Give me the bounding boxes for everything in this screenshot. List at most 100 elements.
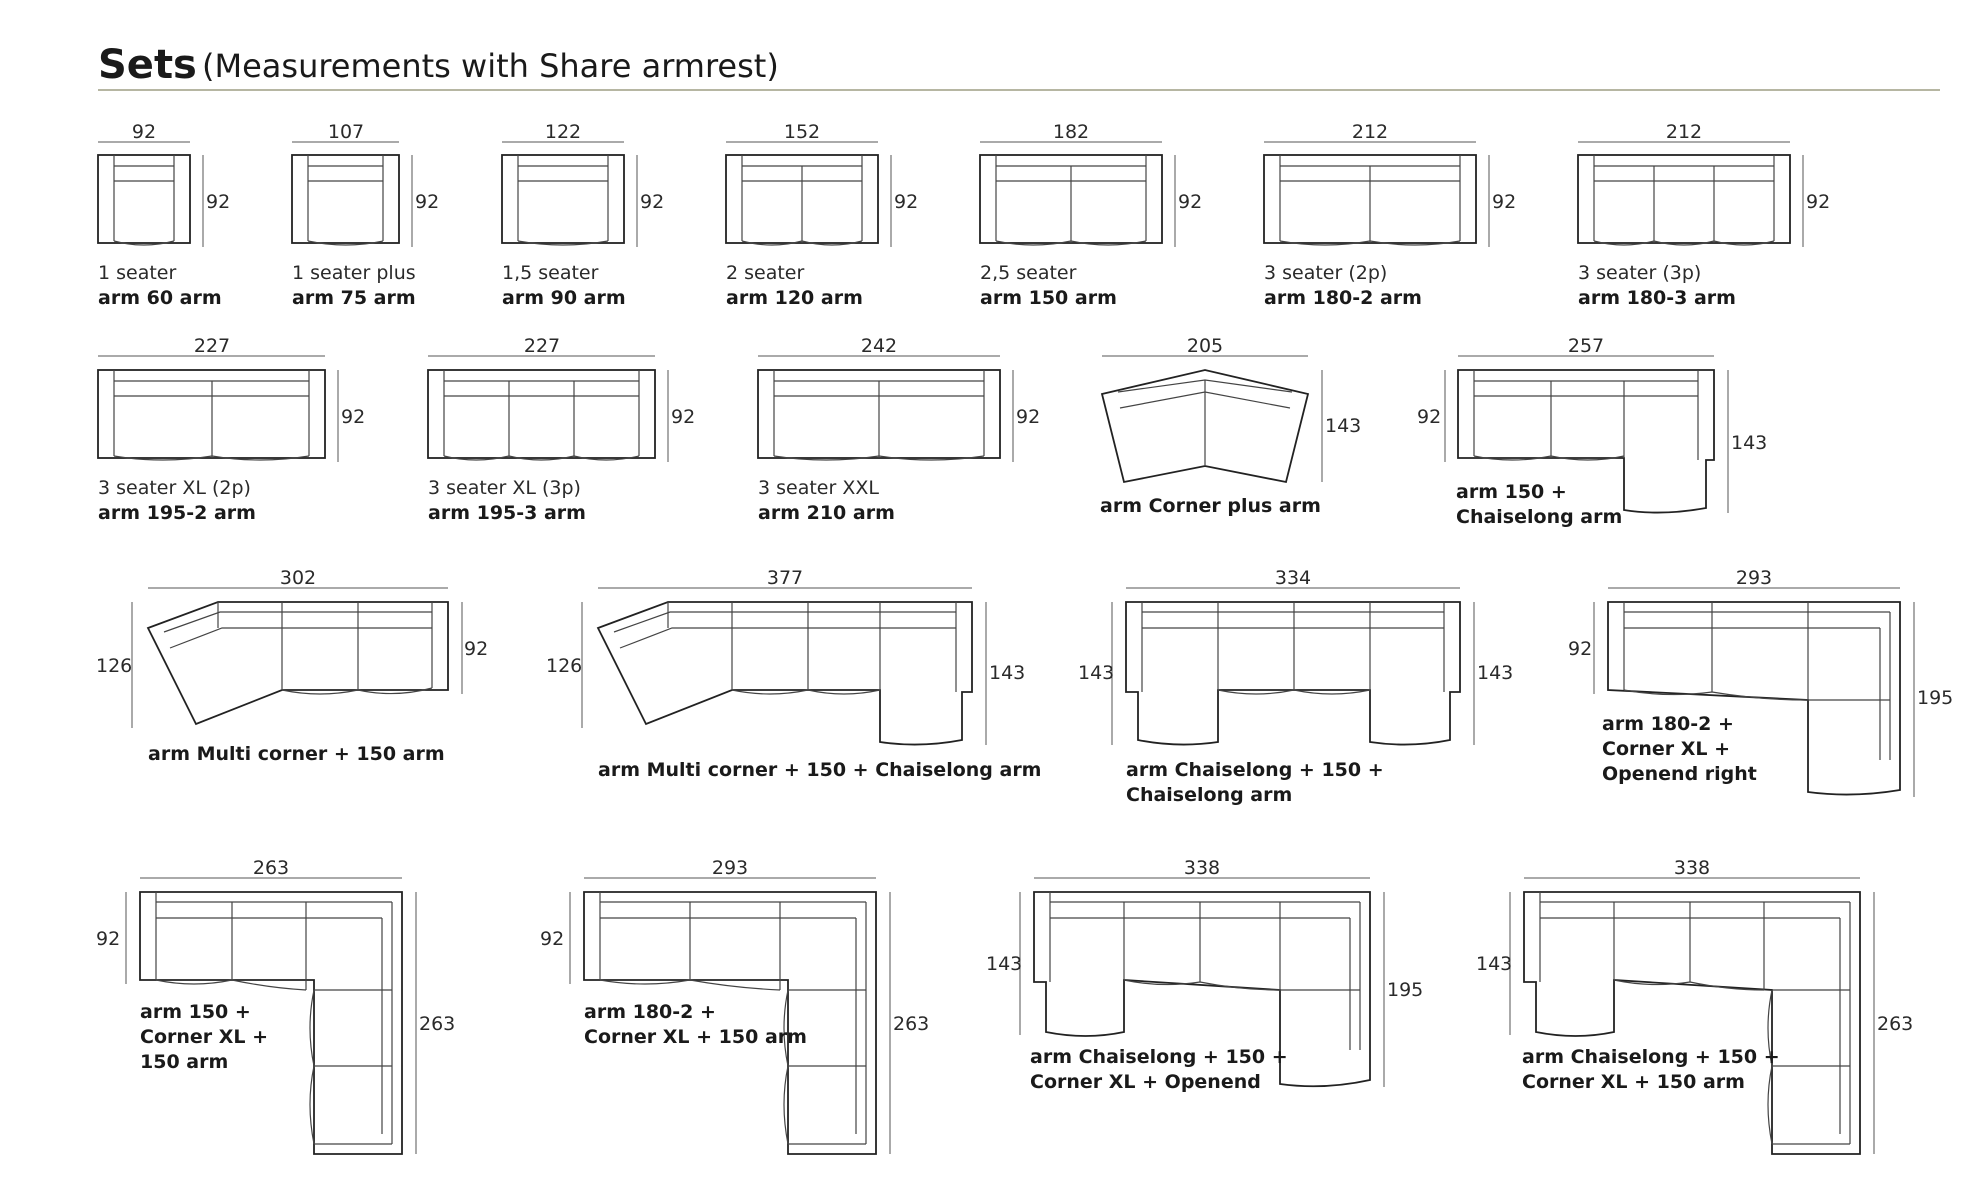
width-dimension: 338 xyxy=(1674,857,1710,879)
width-dimension: 338 xyxy=(1184,857,1220,879)
model-code-line-1: arm Chaiselong + 150 + xyxy=(1126,759,1384,781)
model-name: 2,5 seater xyxy=(980,262,1077,284)
width-dimension: 212 xyxy=(1666,121,1702,143)
model-code: arm 195-3 arm xyxy=(428,502,586,524)
width-dimension: 107 xyxy=(328,121,364,143)
depth-dimension-2: 195 xyxy=(1387,979,1423,1001)
width-dimension: 263 xyxy=(253,857,289,879)
set-chaiselong-150-chaiselong: 334 143 143 arm Chaiselong + 150 + Chais… xyxy=(1078,567,1513,806)
sofa-drawing xyxy=(757,369,1001,461)
model-code-line-1: arm 150 + xyxy=(140,1001,251,1023)
model-code: arm 120 arm xyxy=(726,287,863,309)
width-dimension: 182 xyxy=(1053,121,1089,143)
sofa-drawing xyxy=(1457,369,1715,514)
model-name: 1 seater plus xyxy=(292,262,416,284)
sofa-drawing xyxy=(1523,891,1861,1155)
model-code: arm 75 arm xyxy=(292,287,416,309)
sofa-drawing xyxy=(1607,601,1901,796)
depth-dimension-2: 143 xyxy=(989,662,1025,684)
set-2-seater: 152 92 2 seater arm 120 arm xyxy=(725,121,918,309)
set-multi-corner-150-chaiselong: 377 126 143 arm Multi corner + 150 + Cha… xyxy=(546,567,1042,781)
width-dimension: 242 xyxy=(861,335,897,357)
model-name: 3 seater XL (3p) xyxy=(428,477,581,499)
depth-dimension: 92 xyxy=(1492,191,1516,213)
set-3-seater-xxl: 242 92 3 seater XXL arm 210 arm xyxy=(757,335,1040,524)
sofa-drawing xyxy=(979,154,1163,246)
depth-dimension-2: 263 xyxy=(419,1013,455,1035)
sofa-drawing xyxy=(583,891,877,1155)
model-code-line-2: Corner XL + Openend xyxy=(1030,1071,1261,1093)
model-code: arm 195-2 arm xyxy=(98,502,256,524)
sofa-drawing xyxy=(427,369,656,461)
depth-dimension: 143 xyxy=(1476,953,1512,975)
depth-dimension: 143 xyxy=(1325,415,1361,437)
model-code-line-3: Openend right xyxy=(1602,763,1757,785)
model-code-line-2: Chaiselong arm xyxy=(1126,784,1292,806)
model-code-line-2: Corner XL + 150 arm xyxy=(1522,1071,1745,1093)
depth-dimension-2: 263 xyxy=(1877,1013,1913,1035)
depth-dimension: 126 xyxy=(546,655,582,677)
set-chaiselong-150-corner-xl-150: 338 143 263 arm Chaiselong + 150 + Corne… xyxy=(1476,857,1913,1155)
page-subtitle: (Measurements with Share armrest) xyxy=(202,47,779,85)
width-dimension: 212 xyxy=(1352,121,1388,143)
depth-dimension: 92 xyxy=(1568,638,1592,660)
depth-dimension: 143 xyxy=(1078,662,1114,684)
sofa-drawing xyxy=(501,154,625,246)
sofa-drawing xyxy=(97,154,191,246)
set-180-2-corner-xl-openend-right: 293 92 195 arm 180-2 + Corner XL + Opene… xyxy=(1568,567,1953,797)
depth-dimension: 92 xyxy=(640,191,664,213)
sofa-drawing xyxy=(596,601,973,746)
depth-dimension-2: 263 xyxy=(893,1013,929,1035)
page-title: Sets xyxy=(98,42,197,88)
model-name: 2 seater xyxy=(726,262,804,284)
model-code-line-1: arm 150 + xyxy=(1456,481,1567,503)
sofa-drawing xyxy=(1577,154,1791,246)
depth-dimension: 92 xyxy=(1016,406,1040,428)
depth-dimension: 92 xyxy=(894,191,918,213)
model-name: 1 seater xyxy=(98,262,176,284)
model-code-line-2: Corner XL + xyxy=(140,1026,268,1048)
sofa-drawing xyxy=(1100,369,1310,484)
model-name: 3 seater (2p) xyxy=(1264,262,1387,284)
depth-dimension-2: 195 xyxy=(1917,687,1953,709)
model-code-line-1: arm Chaiselong + 150 + xyxy=(1030,1046,1288,1068)
set-corner-plus: 205 143 arm Corner plus arm xyxy=(1100,335,1361,517)
model-code-line-2: Chaiselong arm xyxy=(1456,506,1622,528)
width-dimension: 257 xyxy=(1568,335,1604,357)
sofa-drawing xyxy=(725,154,879,246)
model-name: 1,5 seater xyxy=(502,262,599,284)
width-dimension: 293 xyxy=(1736,567,1772,589)
width-dimension: 377 xyxy=(767,567,803,589)
set-1-5-seater: 122 92 1,5 seater arm 90 arm xyxy=(501,121,664,309)
model-code-line-2: Corner XL + xyxy=(1602,738,1730,760)
model-code: arm Corner plus arm xyxy=(1100,495,1321,517)
set-3-seater-2p: 212 92 3 seater (2p) arm 180-2 arm xyxy=(1263,121,1516,309)
sofa-drawing xyxy=(146,601,449,726)
width-dimension: 205 xyxy=(1187,335,1223,357)
model-code: arm Multi corner + 150 + Chaiselong arm xyxy=(598,759,1042,781)
set-3-seater-xl-3p: 227 92 3 seater XL (3p) arm 195-3 arm xyxy=(427,335,695,524)
set-3-seater-3p: 212 92 3 seater (3p) arm 180-3 arm xyxy=(1577,121,1830,309)
model-code-line-1: arm 180-2 + xyxy=(1602,713,1734,735)
width-dimension: 92 xyxy=(132,121,156,143)
sofa-drawing xyxy=(1125,601,1461,746)
sofa-drawing xyxy=(1263,154,1477,246)
depth-dimension: 92 xyxy=(96,928,120,950)
model-name: 3 seater XXL xyxy=(758,477,879,499)
model-code: arm 90 arm xyxy=(502,287,626,309)
depth-dimension: 92 xyxy=(1178,191,1202,213)
depth-dimension: 126 xyxy=(96,655,132,677)
width-dimension: 293 xyxy=(712,857,748,879)
width-dimension: 334 xyxy=(1275,567,1311,589)
set-3-seater-xl-2p: 227 92 3 seater XL (2p) arm 195-2 arm xyxy=(97,335,365,524)
depth-dimension: 92 xyxy=(1806,191,1830,213)
model-name: 3 seater XL (2p) xyxy=(98,477,251,499)
sofa-drawing xyxy=(1033,891,1371,1088)
sofa-drawing xyxy=(291,154,400,246)
set-150-chaiselong: 257 92 143 arm 150 + Chaiselong arm xyxy=(1417,335,1767,528)
depth-dimension-2: 92 xyxy=(464,638,488,660)
depth-dimension-2: 143 xyxy=(1477,662,1513,684)
depth-dimension: 92 xyxy=(671,406,695,428)
set-2-5-seater: 182 92 2,5 seater arm 150 arm xyxy=(979,121,1202,309)
model-code: arm 180-3 arm xyxy=(1578,287,1736,309)
